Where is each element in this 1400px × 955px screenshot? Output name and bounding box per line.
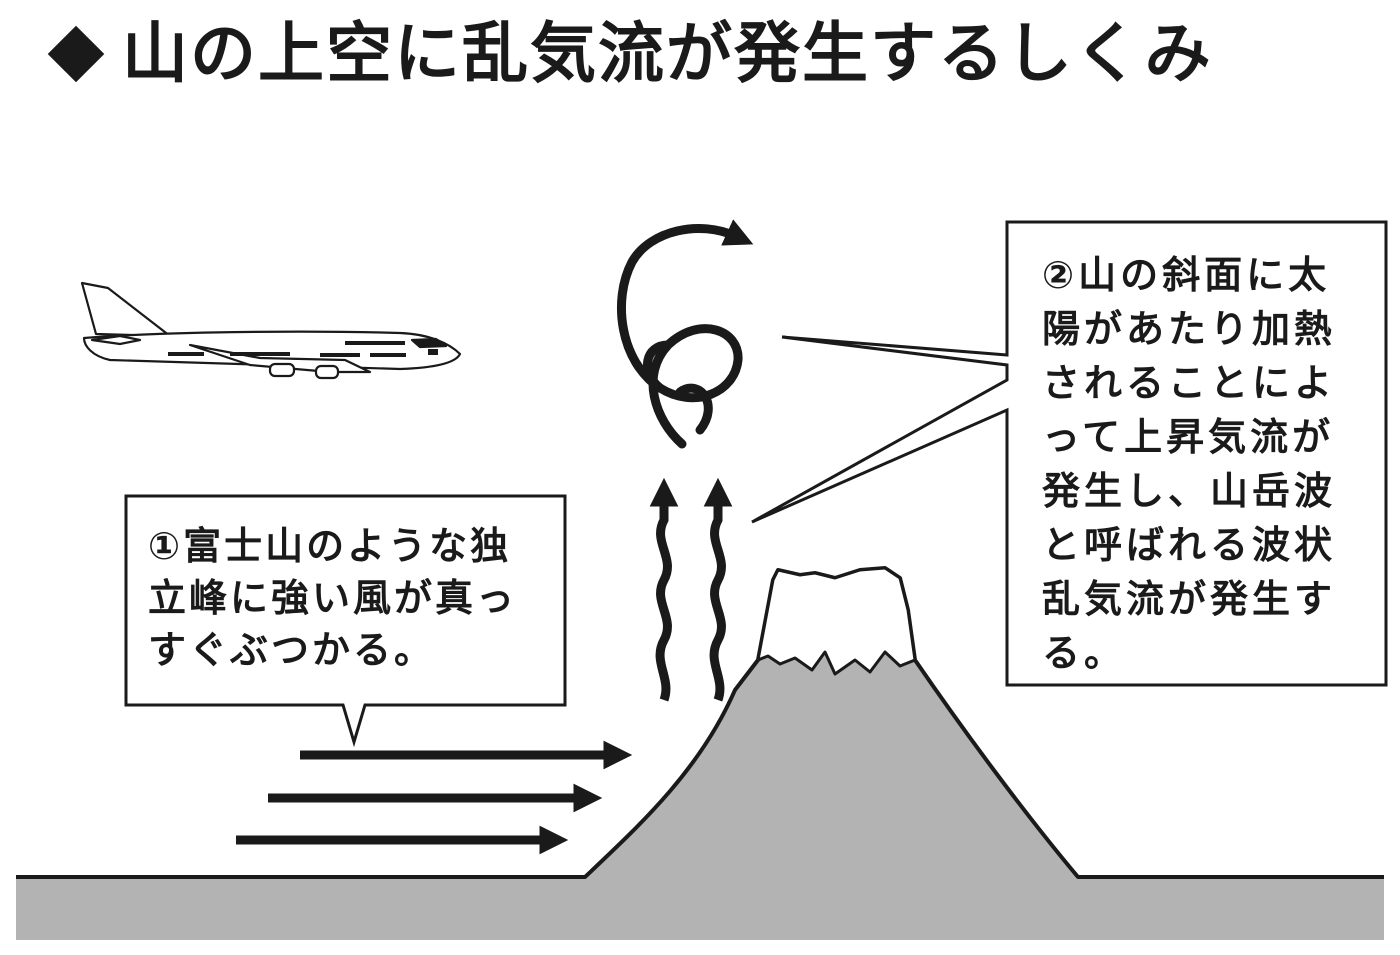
- updraft-arrow-left: [649, 477, 679, 702]
- diagram-title: 山の上空に乱気流が発生するしくみ: [46, 14, 1213, 93]
- turbulence-small-loop: [643, 340, 713, 435]
- callout-heating-text: ②山の斜面に太陽があたり加熱されることによって上昇気流が発生し、山岳波と呼ばれる…: [1042, 253, 1337, 675]
- airplane-icon: [80, 281, 462, 380]
- mountain-snow-cap: [756, 566, 917, 676]
- callout-box-wind: [124, 494, 567, 748]
- callout-wind-text: ①富士山のような独立峰に強い風が真っすぐぶつかる。: [148, 524, 518, 672]
- diagram-title-text: 山の上空に乱気流が発生するしくみ: [122, 15, 1213, 92]
- callout-box-heating: [751, 220, 1388, 687]
- turbulence-swirl-icon: [617, 219, 754, 449]
- updraft-arrow-right: [703, 477, 733, 702]
